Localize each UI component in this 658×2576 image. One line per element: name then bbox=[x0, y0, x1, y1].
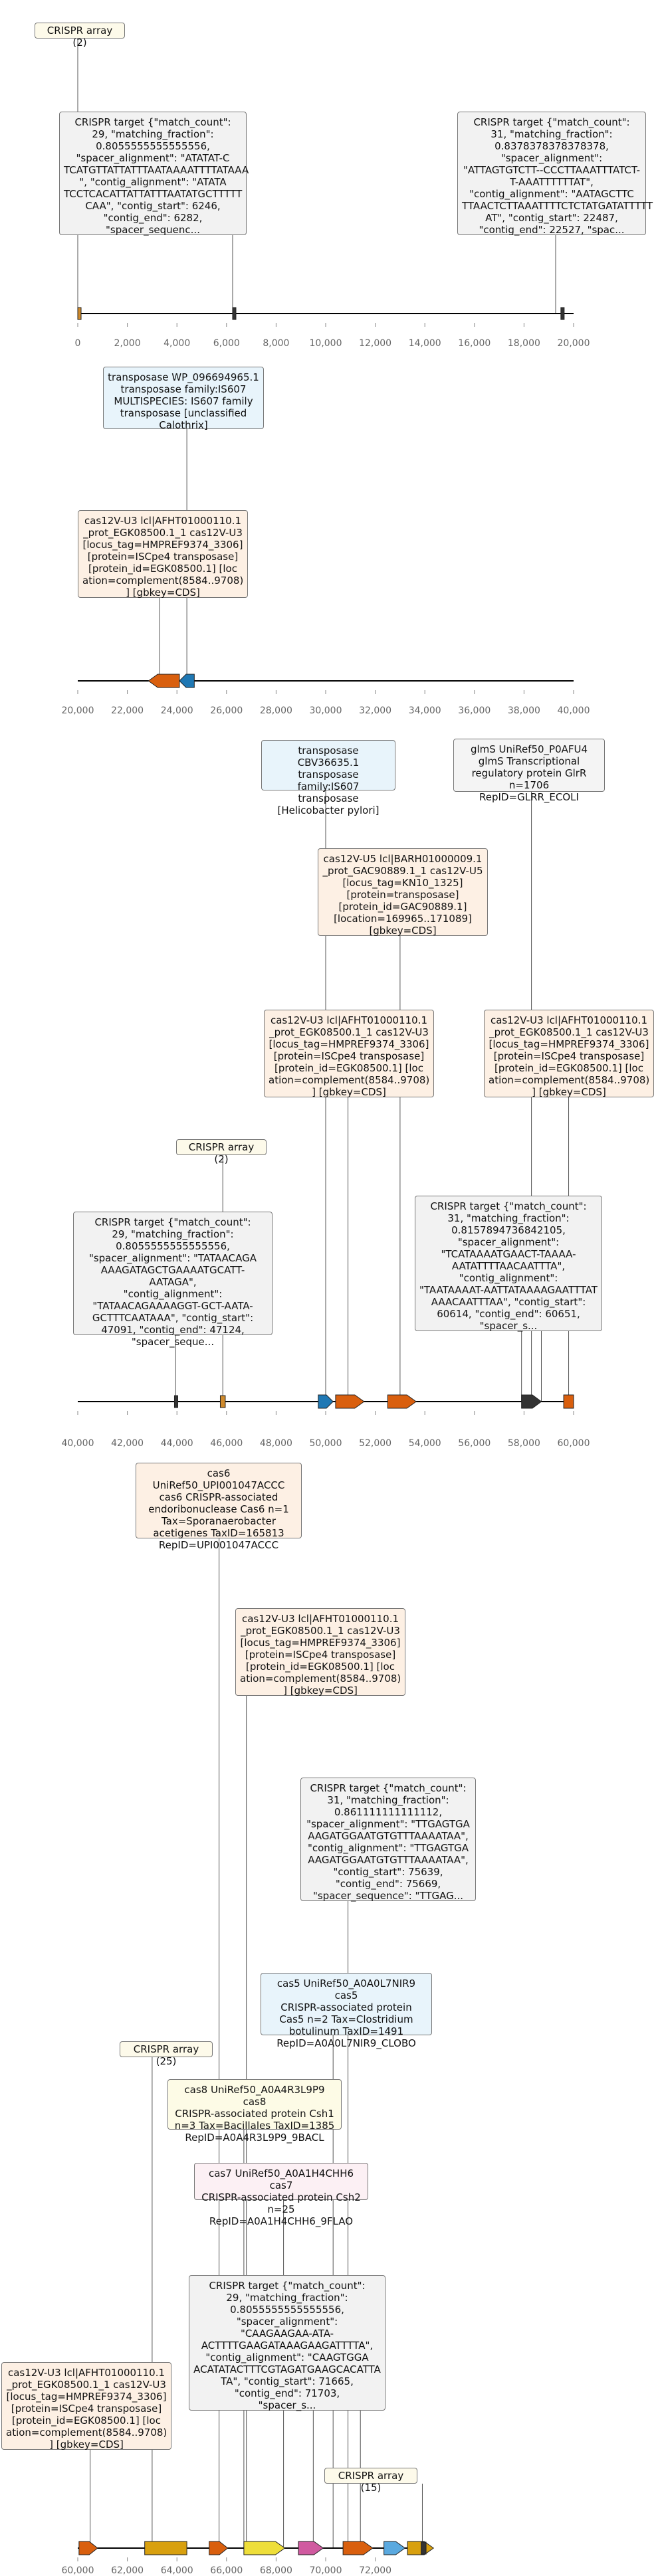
gene-feature bbox=[78, 2541, 98, 2555]
axis-tick-label: 58,000 bbox=[507, 1438, 540, 1449]
crispr-array-label: CRISPR array (25) bbox=[120, 2041, 213, 2067]
axis-tick-label: 30,000 bbox=[309, 705, 342, 716]
axis-tick-label: 72,000 bbox=[359, 2565, 392, 2576]
axis-tick-label: 56,000 bbox=[458, 1438, 491, 1449]
gene-annotation-label: transposase WP_096694965.1 transposase f… bbox=[103, 367, 264, 431]
gene-feature bbox=[387, 1394, 417, 1409]
crispr-array-mark bbox=[173, 1395, 178, 1408]
gene-feature bbox=[384, 2541, 406, 2555]
axis-tick-label: 60,000 bbox=[557, 1438, 590, 1449]
gene-annotation-label: cas12V-U5 lcl|BARH01000009.1 _prot_GAC90… bbox=[318, 848, 488, 937]
gene-annotation-label: cas12V-U3 lcl|AFHT01000110.1 _prot_EGK08… bbox=[235, 1608, 405, 1697]
crispr-target-label: CRISPR target {"match_count": 29, "match… bbox=[59, 112, 249, 236]
gene-annotation-label: cas12V-U3 lcl|AFHT01000110.1 _prot_EGK08… bbox=[1, 2362, 171, 2450]
gene-feature bbox=[563, 1394, 574, 1409]
axis-tick-label: 68,000 bbox=[259, 2565, 292, 2576]
crispr-array-mark bbox=[232, 307, 237, 320]
crispr-target-label: CRISPR target {"match_count": 29, "match… bbox=[189, 2275, 385, 2411]
crispr-target-label: CRISPR target {"match_count": 31, "match… bbox=[300, 1778, 476, 1902]
gene-feature bbox=[144, 2541, 187, 2555]
gene-feature bbox=[179, 674, 195, 688]
axis-tick-label: 6,000 bbox=[213, 338, 240, 349]
gene-annotation-label: cas12V-U3 lcl|AFHT01000110.1 _prot_EGK08… bbox=[264, 1010, 434, 1098]
gene-annotation-label: cas5 UniRef50_A0A0L7NIR9 cas5 CRISPR-ass… bbox=[261, 1973, 432, 2049]
axis-tick-label: 20,000 bbox=[61, 705, 94, 716]
gene-annotation-label: cas12V-U3 lcl|AFHT01000110.1 _prot_EGK08… bbox=[484, 1010, 654, 1098]
axis-tick-label: 22,000 bbox=[111, 705, 144, 716]
axis-tick-label: 36,000 bbox=[458, 705, 491, 716]
axis-tick-label: 48,000 bbox=[259, 1438, 292, 1449]
crispr-array-mark bbox=[77, 307, 82, 320]
axis-tick-label: 52,000 bbox=[359, 1438, 392, 1449]
axis-tick-label: 62,000 bbox=[111, 2565, 144, 2576]
gene-annotation-label: cas8 UniRef50_A0A4R3L9P9 cas8 CRISPR-ass… bbox=[167, 2079, 342, 2144]
axis-tick-label: 0 bbox=[74, 338, 81, 349]
crispr-target-label: CRISPR target {"match_count": 29, "match… bbox=[73, 1212, 273, 1348]
gene-annotation-label: glmS UniRef50_P0AFU4 glmS Transcriptiona… bbox=[453, 739, 605, 803]
axis-tick-label: 42,000 bbox=[111, 1438, 144, 1449]
axis-tick-label: 18,000 bbox=[507, 338, 540, 349]
crispr-target-label: CRISPR target {"match_count": 31, "match… bbox=[415, 1196, 602, 1332]
axis-tick-label: 20,000 bbox=[557, 338, 590, 349]
gene-feature bbox=[335, 1394, 365, 1409]
axis-tick-label: 32,000 bbox=[359, 705, 392, 716]
crispr-array-label: CRISPR array (2) bbox=[35, 23, 125, 48]
axis-tick-label: 26,000 bbox=[210, 705, 243, 716]
axis-tick-label: 24,000 bbox=[160, 705, 193, 716]
axis-tick-label: 38,000 bbox=[507, 705, 540, 716]
axis-tick-label: 4,000 bbox=[164, 338, 191, 349]
axis-tick-label: 8,000 bbox=[263, 338, 290, 349]
axis-tick-label: 40,000 bbox=[61, 1438, 94, 1449]
gene-feature bbox=[318, 1394, 334, 1409]
axis-tick-label: 16,000 bbox=[458, 338, 491, 349]
gene-annotation-label: transposase CBV36635.1 transposase famil… bbox=[261, 740, 395, 816]
crispr-array-label: CRISPR array (2) bbox=[176, 1139, 267, 1165]
axis-tick-label: 2,000 bbox=[114, 338, 141, 349]
gene-feature bbox=[298, 2541, 324, 2555]
axis-tick-label: 50,000 bbox=[309, 1438, 342, 1449]
gene-feature bbox=[209, 2541, 229, 2555]
crispr-array-mark bbox=[219, 1395, 226, 1408]
axis-tick-label: 46,000 bbox=[210, 1438, 243, 1449]
gene-annotation-label: cas12V-U3 lcl|AFHT01000110.1 _prot_EGK08… bbox=[78, 510, 248, 598]
axis-tick-label: 64,000 bbox=[160, 2565, 193, 2576]
axis-tick-label: 60,000 bbox=[61, 2565, 94, 2576]
gene-annotation-label: cas7 UniRef50_A0A1H4CHH6 cas7 CRISPR-ass… bbox=[194, 2163, 368, 2227]
axis-tick-label: 44,000 bbox=[160, 1438, 193, 1449]
gene-annotation-label: cas6 UniRef50_UPI001047ACCC cas6 CRISPR-… bbox=[136, 1463, 302, 1551]
axis-tick-label: 66,000 bbox=[210, 2565, 243, 2576]
crispr-array-mark bbox=[560, 307, 565, 320]
crispr-array-label: CRISPR array (15) bbox=[324, 2468, 417, 2494]
axis-tick-label: 14,000 bbox=[408, 338, 441, 349]
crispr-array-mark bbox=[421, 2541, 427, 2555]
gene-feature bbox=[407, 2541, 435, 2555]
axis-tick-label: 34,000 bbox=[408, 705, 441, 716]
crispr-target-label: CRISPR target {"match_count": 31, "match… bbox=[457, 112, 653, 236]
axis-tick-label: 40,000 bbox=[557, 705, 590, 716]
axis-tick-label: 12,000 bbox=[359, 338, 392, 349]
gene-feature bbox=[342, 2541, 374, 2555]
axis-tick-label: 54,000 bbox=[408, 1438, 441, 1449]
axis-tick-label: 28,000 bbox=[259, 705, 292, 716]
axis-tick-label: 10,000 bbox=[309, 338, 342, 349]
gene-feature bbox=[243, 2541, 286, 2555]
gene-feature bbox=[148, 674, 180, 688]
axis-tick-label: 70,000 bbox=[309, 2565, 342, 2576]
gene-feature bbox=[521, 1394, 542, 1409]
